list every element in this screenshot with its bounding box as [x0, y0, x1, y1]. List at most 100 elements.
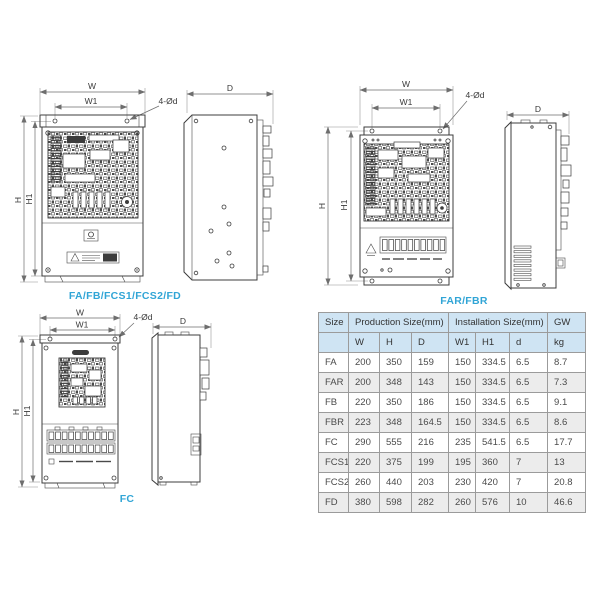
cell-h1: 541.5 — [475, 432, 511, 453]
header-gw: GW — [547, 312, 587, 333]
table-row-far: FAR 200 348 143 150 334.5 6.5 7.3 — [318, 372, 587, 393]
table-header-row-2: W H D W1 H1 d kg — [318, 332, 587, 353]
cell-kg: 7.3 — [547, 372, 587, 393]
header-h1: H1 — [475, 332, 511, 353]
fc-front-view — [39, 334, 121, 489]
drawing-fa: W W1 H H1 D 4-Ød — [13, 80, 285, 308]
cell-d: 216 — [410, 432, 450, 453]
cell-h1: 576 — [475, 492, 511, 513]
cell-w: 220 — [348, 392, 380, 413]
cell-kg: 9.1 — [547, 392, 587, 413]
cell-kg: 20.8 — [547, 472, 587, 493]
cell-w1: 235 — [448, 432, 477, 453]
cell-w: 260 — [348, 472, 380, 493]
far-dim-h1: H1 — [339, 199, 349, 210]
cell-size: FB — [318, 392, 349, 413]
cell-w1: 195 — [448, 452, 477, 473]
cell-size: FCS1 — [318, 452, 349, 473]
header-kg: kg — [547, 332, 587, 353]
table-row-fbr: FBR 223 348 164.5 150 334.5 6.5 8.6 — [318, 412, 587, 433]
cell-dd: 6.5 — [509, 352, 549, 373]
table-header-row-1: Size Production Size(mm) Installation Si… — [318, 312, 587, 333]
cell-w1: 260 — [448, 492, 477, 513]
header-h: H — [379, 332, 412, 353]
cell-size: FA — [318, 352, 349, 373]
cell-h: 350 — [379, 352, 412, 373]
cell-d: 143 — [410, 372, 450, 393]
cell-w: 200 — [348, 352, 380, 373]
fa-front-view — [39, 114, 146, 283]
spec-table: Size Production Size(mm) Installation Si… — [318, 312, 587, 513]
fc-dim-d: D — [180, 316, 186, 326]
fa-dim-holes: 4-Ød — [159, 96, 178, 106]
fa-dim-w: W — [88, 81, 96, 91]
drawing-fc: W W1 H H1 D 4-Ød — [11, 308, 305, 510]
cell-h1: 420 — [475, 472, 511, 493]
cell-kg: 46.6 — [547, 492, 587, 513]
table-row-fa: FA 200 350 159 150 334.5 6.5 8.7 — [318, 352, 587, 373]
header-w1: W1 — [448, 332, 477, 353]
cell-h1: 334.5 — [475, 392, 511, 413]
header-w: W — [348, 332, 380, 353]
cell-dd: 10 — [509, 492, 549, 513]
fc-dim-holes: 4-Ød — [134, 312, 153, 322]
cell-size: FCS2 — [318, 472, 349, 493]
cell-w: 223 — [348, 412, 380, 433]
cell-h1: 334.5 — [475, 352, 511, 373]
far-dim-holes: 4-Ød — [466, 90, 485, 100]
far-dim-h: H — [317, 203, 327, 209]
cell-dd: 7 — [509, 472, 549, 493]
far-dim-w: W — [402, 79, 410, 89]
cell-size: FD — [318, 492, 349, 513]
cell-h: 440 — [379, 472, 412, 493]
cell-h1: 334.5 — [475, 412, 511, 433]
spec-table-wrap: Size Production Size(mm) Installation Si… — [318, 312, 587, 513]
far-side-view — [504, 119, 572, 291]
cell-dd: 6.5 — [509, 412, 549, 433]
cell-h: 348 — [379, 372, 412, 393]
fc-dim-h1: H1 — [22, 405, 32, 416]
far-front-view — [359, 126, 454, 286]
cell-w1: 230 — [448, 472, 477, 493]
fa-dim-d: D — [227, 83, 233, 93]
cell-kg: 8.6 — [547, 412, 587, 433]
cell-kg: 8.7 — [547, 352, 587, 373]
cell-w: 380 — [348, 492, 380, 513]
fa-dim-h: H — [13, 197, 23, 203]
cell-dd: 7 — [509, 452, 549, 473]
cell-size: FAR — [318, 372, 349, 393]
header-production-size: Production Size(mm) — [347, 312, 450, 333]
cell-d: 186 — [410, 392, 450, 413]
cell-h: 555 — [379, 432, 412, 453]
cell-dd: 6.5 — [509, 392, 549, 413]
cell-h1: 360 — [475, 452, 511, 473]
table-row-fcs1: FCS1 220 375 199 195 360 7 13 — [318, 452, 587, 473]
table-row-fd: FD 380 598 282 260 576 10 46.6 — [318, 492, 587, 513]
table-row-fb: FB 220 350 186 150 334.5 6.5 9.1 — [318, 392, 587, 413]
header-d: D — [410, 332, 450, 353]
fc-dim-w: W — [76, 308, 84, 318]
fc-extension-lines — [18, 314, 212, 488]
fc-dimension-lines — [19, 315, 212, 488]
cell-h: 348 — [379, 412, 412, 433]
header-dd: d — [509, 332, 549, 353]
cell-h: 350 — [379, 392, 412, 413]
cell-d: 199 — [410, 452, 450, 473]
fc-side-view — [151, 331, 210, 487]
cell-w1: 150 — [448, 372, 477, 393]
cell-w: 290 — [348, 432, 380, 453]
table-row-fcs2: FCS2 260 440 203 230 420 7 20.8 — [318, 472, 587, 493]
cell-dd: 6.5 — [509, 372, 549, 393]
table-row-fc: FC 290 555 216 235 541.5 6.5 17.7 — [318, 432, 587, 453]
far-caption: FAR/FBR — [440, 295, 488, 307]
fa-dim-h1: H1 — [24, 193, 34, 204]
cell-dd: 6.5 — [509, 432, 549, 453]
cell-kg: 13 — [547, 452, 587, 473]
cell-size: FC — [318, 432, 349, 453]
fa-side-view — [183, 114, 274, 281]
far-dimension-lines — [325, 87, 570, 286]
cell-w: 220 — [348, 452, 380, 473]
cell-h: 375 — [379, 452, 412, 473]
cell-kg: 17.7 — [547, 432, 587, 453]
cell-w1: 150 — [448, 392, 477, 413]
